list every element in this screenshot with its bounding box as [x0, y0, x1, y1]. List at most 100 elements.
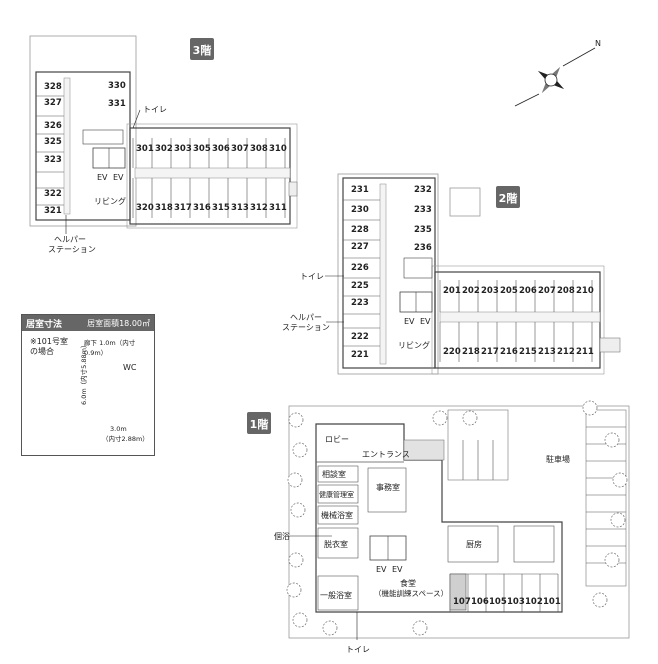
room-227: 227 [351, 242, 369, 252]
floor-3-west-corridor [63, 77, 71, 215]
tree-icon [292, 442, 308, 458]
legend-header: 居室寸法 居室面積18.00㎡ [22, 315, 154, 331]
room-305: 305 [193, 144, 211, 154]
floor-2-corridor [439, 311, 601, 323]
room-328: 328 [44, 82, 62, 92]
legend-depth-label: 6.0m（内寸5.88m） [80, 341, 88, 405]
floor-3-fire-escape [288, 181, 298, 197]
room-306: 306 [212, 144, 230, 154]
floor-3-west-room-walls [36, 95, 64, 206]
tree-icon [288, 552, 304, 568]
floor-1-ev2-label: EV [392, 565, 403, 574]
parking-label: 駐車場 [546, 454, 570, 464]
room-301: 301 [136, 144, 154, 154]
floor-1-dressing-room [317, 527, 359, 559]
floor-3-helper-label-1: ヘルパー [54, 235, 86, 244]
floor-3-ev1-label: EV [97, 173, 108, 182]
room-221: 221 [351, 350, 369, 360]
floor-1: 1階 ロビー エントランス 相談室 健康管理室 事務室 機械浴室 脱衣室 厨房 … [247, 400, 630, 654]
tree-icon [432, 410, 448, 426]
floor-2-balcony [431, 265, 605, 375]
compass: N [514, 39, 601, 107]
floor-3-toilet-leader [132, 109, 141, 129]
room-102: 102 [525, 597, 543, 607]
room-225: 225 [351, 281, 369, 291]
room-232: 232 [414, 185, 432, 195]
floor-2-toilet-label: トイレ [300, 272, 324, 281]
compass-south-arm [514, 93, 540, 107]
tree-icon [612, 472, 628, 488]
tree-icon [592, 592, 608, 608]
room-201: 201 [443, 286, 461, 296]
floor-1-general-bath-label: 一般浴室 [320, 590, 352, 600]
room-331: 331 [108, 99, 126, 109]
floor-1-entrance-label: エントランス [362, 450, 410, 459]
floor-1-toilet-label: トイレ [346, 645, 370, 654]
floor-1-kitchen-room [447, 525, 499, 563]
room-202: 202 [462, 286, 480, 296]
floor-1-lobby-label: ロビー [325, 435, 349, 444]
tree-icon [292, 612, 308, 628]
room-220: 220 [443, 347, 461, 357]
room-208: 208 [557, 286, 575, 296]
room-105: 105 [489, 597, 507, 607]
floor-3-outline [29, 35, 137, 227]
compass-label: N [595, 39, 601, 48]
legend-corridor-label: 廊下 1.0m（内寸0.9m） [84, 339, 136, 357]
floor-3-toilet-label: トイレ [143, 105, 167, 114]
room-316: 316 [193, 203, 211, 213]
parking-stall-lines [462, 426, 626, 564]
room-323: 323 [44, 155, 62, 165]
compass-north-arm [562, 47, 596, 67]
floor-2-stairs [403, 257, 433, 279]
room-210: 210 [576, 286, 594, 296]
floor-1-personal-bath-label: 個浴 [274, 531, 290, 541]
room-211: 211 [576, 347, 594, 357]
room-103: 103 [507, 597, 525, 607]
room-303: 303 [174, 144, 192, 154]
room-315: 315 [212, 203, 230, 213]
room-215: 215 [519, 347, 537, 357]
floor-1-dressing-label: 脱衣室 [324, 539, 348, 549]
room-326: 326 [44, 121, 62, 131]
room-307: 307 [231, 144, 249, 154]
tree-icon [604, 432, 620, 448]
tree-icon [610, 512, 626, 528]
legend-wc-label: WC [123, 363, 137, 372]
floor-3-corridor [134, 167, 291, 179]
floor-2-fire-escape [599, 337, 621, 353]
floor-1-health-label: 健康管理室 [319, 490, 354, 499]
tree-icon [322, 620, 338, 636]
floor-2-badge: 2階 [499, 191, 518, 205]
floor-1-entrance-canopy [403, 439, 445, 461]
floor-3-badge: 3階 [193, 43, 212, 57]
tree-icon [604, 552, 620, 568]
tree-icon [412, 620, 428, 636]
room-101: 101 [543, 597, 561, 607]
room-212: 212 [557, 347, 575, 357]
room-320: 320 [136, 203, 154, 213]
compass-center-icon [544, 73, 558, 87]
room-216: 216 [500, 347, 518, 357]
parking-lot-upper [447, 409, 509, 481]
parking-lot [585, 409, 627, 587]
room-213: 213 [538, 347, 556, 357]
floor-1-office-label: 事務室 [376, 482, 400, 492]
room-205: 205 [500, 286, 518, 296]
floor-1-dining-label-2: （機能訓練スペース） [374, 588, 448, 598]
room-308: 308 [250, 144, 268, 154]
floor-1-kitchen-label: 厨房 [466, 539, 482, 549]
room-222: 222 [351, 332, 369, 342]
floor-2-badge-bg [496, 186, 520, 208]
legend-width-label-2: （内寸2.88m） [102, 435, 149, 443]
floor-1-service-room [513, 525, 555, 563]
floor-2-room-numbers: 2312302282272262252232222212322332352362… [351, 185, 594, 360]
room-310: 310 [269, 144, 287, 154]
floor-3: 3階 トイレ EV EV リビング ヘルパー ステーション 3283273263… [29, 35, 298, 254]
floor-2-west-room-walls [343, 199, 380, 347]
tree-icon [286, 582, 302, 598]
floor-1-consult-room [317, 465, 359, 483]
room-217: 217 [481, 347, 499, 357]
